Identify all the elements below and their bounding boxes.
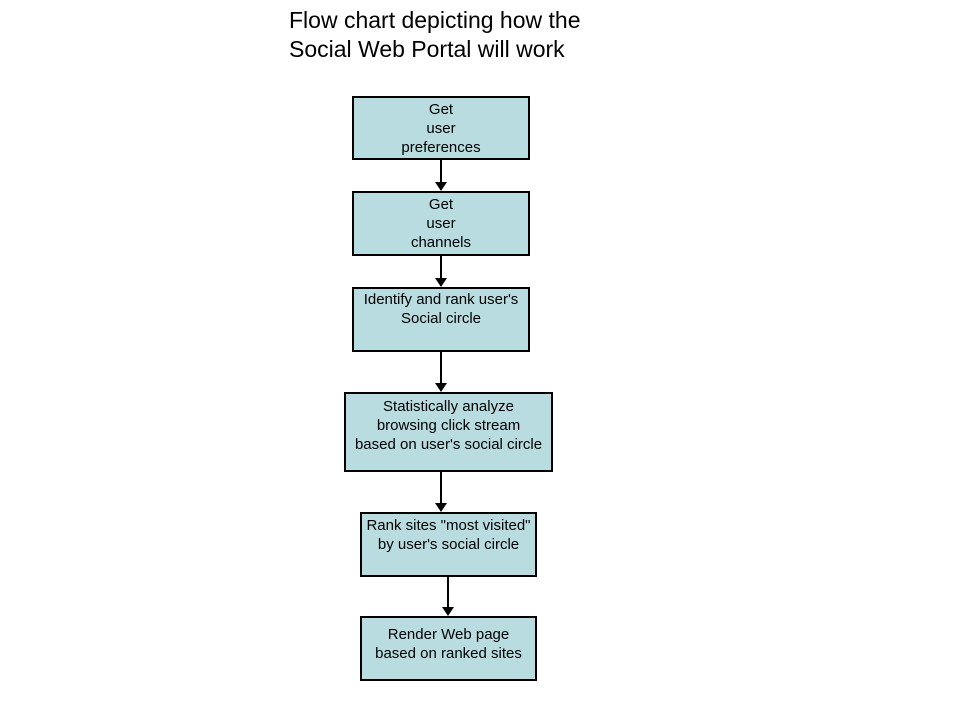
- arrow-line: [440, 256, 442, 278]
- arrow-line: [440, 472, 442, 503]
- arrow-line: [440, 160, 442, 182]
- arrow-down-icon: [435, 278, 447, 287]
- flow-box-label: Get user channels: [410, 196, 472, 251]
- flow-box-label: Identify and rank user's Social circle: [363, 291, 519, 327]
- arrow-down-icon: [442, 607, 454, 616]
- arrow-line: [447, 577, 449, 607]
- flow-box-label: Statistically analyze browsing click str…: [354, 398, 543, 453]
- slide-title: Flow chart depicting how the Social Web …: [289, 7, 581, 62]
- flow-arrow-3: [435, 352, 447, 392]
- flow-arrow-1: [435, 160, 447, 191]
- arrow-down-icon: [435, 383, 447, 392]
- flow-box-label: Render Web page based on ranked sites: [375, 626, 522, 662]
- flow-box-get-user-preferences: Get user preferences: [352, 96, 530, 160]
- flow-box-label: Rank sites "most visited" by user's soci…: [366, 517, 531, 553]
- flow-box-get-user-channels: Get user channels: [352, 191, 530, 256]
- arrow-down-icon: [435, 182, 447, 191]
- flow-box-statistically-analyze-click-stream: Statistically analyze browsing click str…: [344, 392, 553, 472]
- flow-box-identify-rank-social-circle: Identify and rank user's Social circle: [352, 287, 530, 352]
- arrow-down-icon: [435, 503, 447, 512]
- flow-box-render-web-page: Render Web page based on ranked sites: [360, 616, 537, 681]
- flow-arrow-4: [435, 472, 447, 512]
- flow-box-rank-sites-most-visited: Rank sites "most visited" by user's soci…: [360, 512, 537, 577]
- arrow-line: [440, 352, 442, 383]
- flow-arrow-2: [435, 256, 447, 287]
- flow-arrow-5: [442, 577, 454, 616]
- flow-box-label: Get user preferences: [401, 100, 481, 156]
